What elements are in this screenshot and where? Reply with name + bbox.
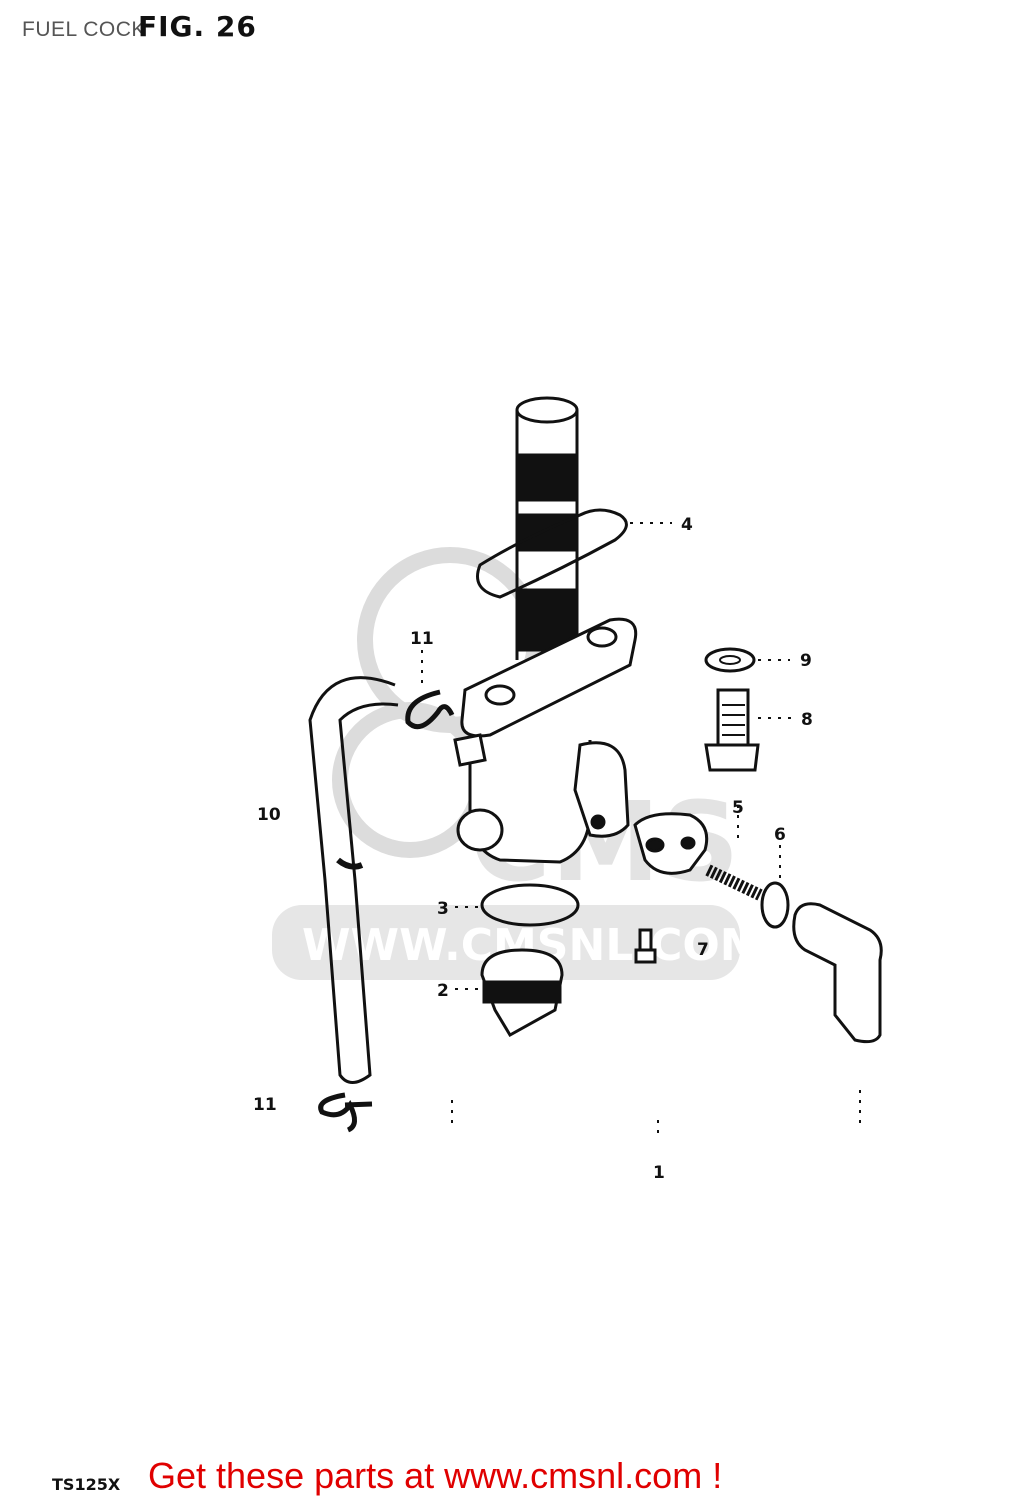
hose-clip-11-upper xyxy=(405,689,455,730)
figure-label: FIG. 26 xyxy=(138,10,257,43)
sediment-cup-2 xyxy=(480,948,564,1038)
callout-5: 5 xyxy=(732,798,744,818)
bolt-8 xyxy=(704,688,760,772)
o-ring xyxy=(760,881,790,929)
leader-lines xyxy=(421,522,861,1135)
watermark-banner xyxy=(272,905,740,980)
o-ring-3 xyxy=(480,883,580,927)
gasket-4 xyxy=(476,508,628,599)
callout-9: 9 xyxy=(800,651,812,671)
washer-9 xyxy=(704,647,756,673)
callout-1: 1 xyxy=(653,1163,665,1183)
mounting-flange xyxy=(460,617,638,738)
callout-2: 2 xyxy=(437,981,449,1001)
fuel-hose-10 xyxy=(308,676,399,1084)
lever-5 xyxy=(633,812,709,875)
callout-10: 10 xyxy=(257,805,281,825)
page-title: FUEL COCK xyxy=(22,18,146,41)
model-code: TS125X xyxy=(52,1475,121,1494)
callout-6: 6 xyxy=(774,825,786,845)
callout-11-lower: 11 xyxy=(253,1095,277,1115)
outlet-fitting xyxy=(792,902,883,1044)
callout-8: 8 xyxy=(801,710,813,730)
callout-4: 4 xyxy=(681,515,693,535)
callout-3: 3 xyxy=(437,899,449,919)
callout-11-upper: 11 xyxy=(410,629,434,649)
washer-hole xyxy=(719,655,741,665)
hose-clip-11-lower xyxy=(318,1092,373,1133)
callout-7: 7 xyxy=(697,940,709,960)
fuel-pickup-tube xyxy=(515,396,579,660)
cmsnl-link[interactable]: Get these parts at www.cmsnl.com ! xyxy=(148,1455,723,1496)
screw-7 xyxy=(634,928,657,964)
cock-body xyxy=(453,733,630,864)
